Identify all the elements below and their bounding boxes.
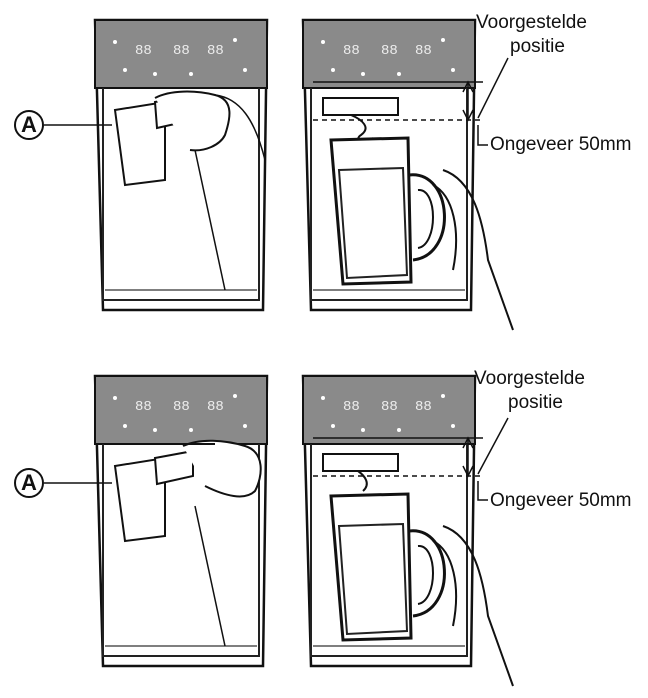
bottom-suggested-position-line2: positie [508, 392, 563, 413]
panel-top-right [301, 18, 514, 331]
measurement-bottom [462, 417, 509, 501]
marker-a-bottom: A [14, 468, 44, 498]
measurement-top [462, 57, 509, 146]
marker-a-top: A [14, 110, 44, 140]
top-distance-label: Ongeveer 50mm [490, 134, 632, 155]
panel-top-left [93, 18, 269, 312]
panel-bottom-right [301, 374, 514, 687]
bottom-suggested-position-line1: Voorgestelde [474, 368, 585, 389]
top-suggested-position-line1: Voorgestelde [476, 12, 587, 33]
bottom-distance-label: Ongeveer 50mm [490, 490, 632, 511]
top-suggested-position-line2: positie [510, 36, 565, 57]
panel-bottom-left [93, 374, 269, 668]
